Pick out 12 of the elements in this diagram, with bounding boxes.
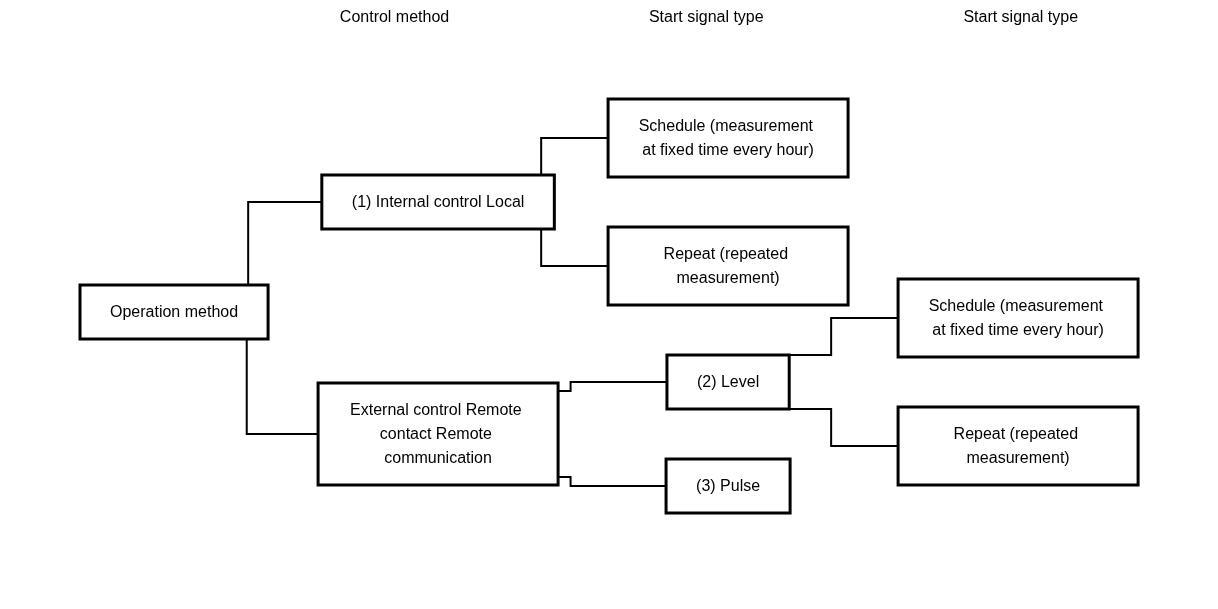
node-box: (3) Pulse [664,457,792,515]
node-box: (1) Internal control Local [320,173,556,231]
node-box: Repeat (repeated measurement) [606,225,850,307]
node-box: Schedule (measurement at fixed time every hour) [606,97,850,179]
node-box: Repeat (repeated measurement) [896,405,1140,487]
column-heading: Start signal type [648,8,764,26]
node-box: (2) Level [665,353,791,411]
node-box: Operation method [78,283,270,341]
node-box: Schedule (measurement at fixed time every hour) [896,277,1140,359]
column-heading: Start signal type [963,8,1079,26]
node-box: External control Remote contact Remote communication [316,381,560,487]
column-heading: Control method [339,8,450,26]
